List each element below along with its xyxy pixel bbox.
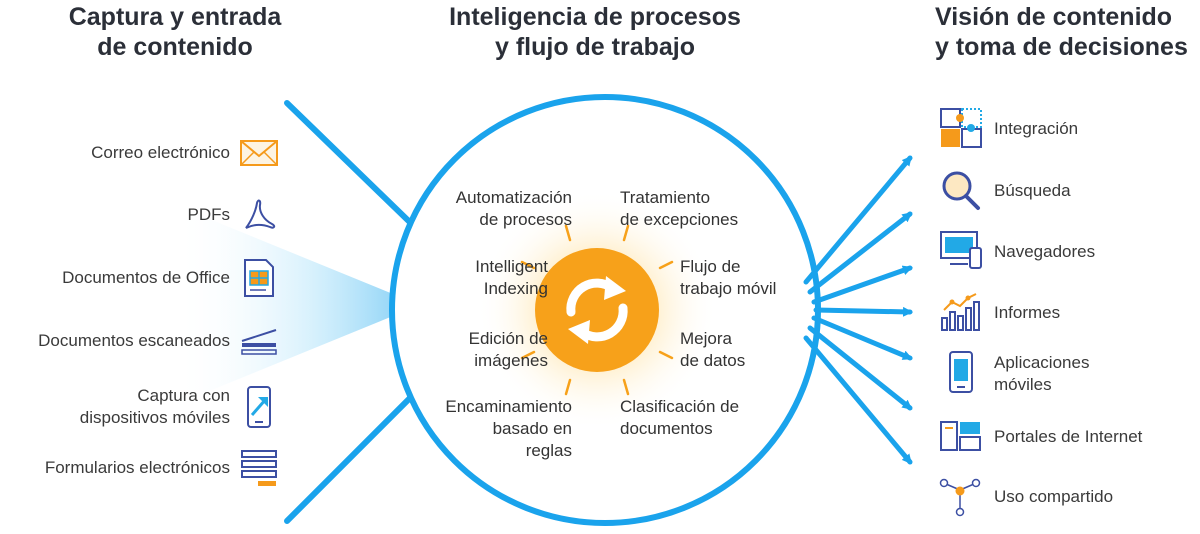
- input-label-line1: Captura con: [137, 386, 230, 405]
- column-title-process-line2: y flujo de trabajo: [494, 33, 696, 61]
- output-label: Informes: [994, 303, 1061, 322]
- pdf-icon: [245, 199, 276, 229]
- input-item-email: Correo electrónico: [91, 138, 278, 168]
- column-title-process: Inteligencia de procesos y flujo de trab…: [420, 2, 770, 62]
- process-automation: Automatización de procesos: [456, 187, 572, 231]
- column-title-capture-line2: de contenido: [97, 33, 253, 61]
- process-rule-routing: Encaminamiento basado en reglas: [445, 396, 572, 462]
- output-arrow-2: [807, 211, 913, 295]
- column-title-capture: Captura y entrada de contenido: [60, 2, 290, 62]
- process-line: de excepciones: [620, 210, 739, 229]
- input-label: Formularios electrónicos: [44, 458, 230, 477]
- process-line: documentos: [620, 419, 713, 438]
- process-line: Automatización: [455, 188, 572, 207]
- process-line: de datos: [680, 351, 746, 370]
- input-label: Documentos escaneados: [38, 331, 230, 350]
- output-label-line1: Aplicaciones: [994, 353, 1090, 372]
- process-line: Tratamiento: [620, 188, 711, 207]
- output-arrow-7: [803, 335, 913, 465]
- browser-devices-icon: [940, 231, 982, 269]
- output-item-reports: Informes: [994, 302, 1060, 324]
- output-item-search: Búsqueda: [994, 180, 1071, 202]
- process-document-classification: Clasificación de documentos: [620, 396, 739, 440]
- output-label: Búsqueda: [994, 181, 1071, 200]
- process-line: Indexing: [483, 279, 548, 298]
- process-line: de procesos: [479, 210, 572, 229]
- input-label-line2: dispositivos móviles: [79, 408, 230, 427]
- column-title-insight-line1: Visión de contenido: [935, 3, 1173, 31]
- output-item-mobile-apps: Aplicaciones móviles: [994, 352, 1089, 396]
- sun-rays: [520, 224, 674, 396]
- input-label: Correo electrónico: [91, 143, 230, 162]
- output-arrow-3: [811, 265, 913, 305]
- form-icon: [241, 450, 277, 486]
- process-line: Encaminamiento: [445, 397, 572, 416]
- input-label: Documentos de Office: [62, 268, 230, 287]
- process-line: basado en: [492, 419, 572, 438]
- mobile-app-icon: [949, 351, 973, 393]
- input-label: Captura con dispositivos móviles: [80, 385, 230, 429]
- process-line: Flujo de: [680, 257, 741, 276]
- office-document-icon: [244, 259, 274, 297]
- mobile-capture-icon: [247, 386, 271, 428]
- column-title-capture-line1: Captura y entrada: [68, 3, 282, 31]
- input-label: PDFs: [187, 205, 231, 224]
- input-item-office: Documentos de Office: [62, 259, 274, 297]
- output-item-browsers: Navegadores: [994, 241, 1095, 263]
- output-item-sharing: Uso compartido: [994, 486, 1113, 508]
- output-arrow-1: [803, 155, 913, 285]
- output-arrow-5: [811, 315, 913, 361]
- output-label: Uso compartido: [994, 487, 1114, 506]
- process-line: imágenes: [474, 351, 548, 370]
- column-title-insight: Visión de contenido y toma de decisiones: [935, 2, 1200, 62]
- output-item-web-portals: Portales de Internet: [994, 426, 1142, 448]
- process-data-enhancement: Mejora de datos: [680, 328, 745, 372]
- process-exceptions: Tratamiento de excepciones: [620, 187, 738, 231]
- envelope-icon: [240, 140, 278, 166]
- output-arrow-4: [813, 306, 913, 317]
- magnifier-icon: [942, 171, 980, 210]
- column-title-process-line1: Inteligencia de procesos: [449, 3, 741, 31]
- column-title-insight-line2: y toma de decisiones: [935, 33, 1188, 61]
- funnel-line-top: [284, 100, 423, 235]
- output-label: Integración: [994, 119, 1079, 138]
- output-label-line2: móviles: [994, 375, 1052, 394]
- output-arrow-6: [807, 325, 913, 411]
- input-item-eforms: Formularios electrónicos: [44, 450, 277, 486]
- process-image-editing: Edición de imágenes: [469, 328, 548, 372]
- process-line: Edición de: [468, 329, 548, 348]
- process-line: reglas: [525, 441, 572, 460]
- input-item-mobile-capture: Captura con dispositivos móviles: [80, 385, 271, 429]
- output-label: Portales de Internet: [994, 427, 1143, 446]
- input-item-pdf: PDFs: [187, 199, 276, 230]
- process-line: Mejora: [680, 329, 732, 348]
- output-label: Navegadores: [994, 242, 1096, 261]
- process-mobile-workflow: Flujo de trabajo móvil: [680, 256, 776, 300]
- process-line: Intelligent: [475, 257, 548, 276]
- refresh-cycle-icon: [535, 248, 659, 372]
- funnel-beam: [175, 205, 420, 405]
- puzzle-icon: [940, 108, 982, 148]
- web-portal-icon: [940, 421, 981, 451]
- funnel-line-bottom: [284, 385, 423, 524]
- output-item-integration: Integración: [994, 118, 1078, 140]
- process-intelligent-indexing: Intelligent Indexing: [475, 256, 548, 300]
- scanner-icon: [241, 329, 277, 355]
- output-arrows: [803, 155, 913, 465]
- input-item-scanned: Documentos escaneados: [38, 326, 277, 356]
- process-line: Clasificación de: [620, 397, 740, 416]
- report-chart-icon: [941, 293, 980, 331]
- share-network-icon: [939, 478, 981, 517]
- process-line: trabajo móvil: [680, 279, 777, 298]
